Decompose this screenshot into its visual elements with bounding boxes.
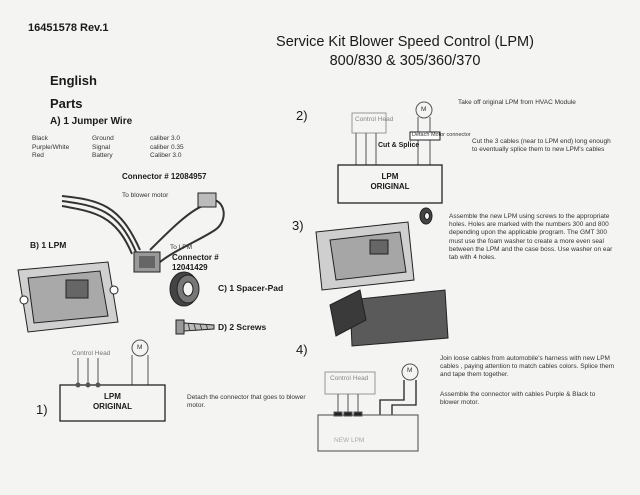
- jumper-wire-drawing: [61, 195, 225, 263]
- step-1-control-head: Control Head: [72, 350, 111, 357]
- connector-bottom-drawing: [133, 251, 161, 273]
- title-line-2: 800/830 & 305/360/370: [329, 53, 481, 69]
- wire-color: Red: [32, 152, 44, 159]
- document-id: 16451578 Rev.1: [28, 22, 109, 34]
- step-2-box-line-1: LPM: [381, 172, 399, 181]
- wire-caliber: caliber 3.0: [150, 135, 180, 142]
- step-3-note: Assemble the new LPM using screws to the…: [449, 213, 613, 262]
- step-4-note-1: Join loose cables from automobile's harn…: [440, 355, 615, 379]
- step-3-number: 3): [292, 218, 304, 233]
- step-2-note: Cut the 3 cables (near to LPM end) long …: [472, 138, 611, 154]
- step-4-box-label: NEW LPM: [334, 437, 365, 444]
- wire-color: Black: [32, 135, 48, 142]
- step-2-cut-splice: Cut & Splice: [378, 142, 420, 149]
- wire-function: Battery: [92, 152, 113, 159]
- section-a-heading: A) 1 Jumper Wire: [50, 116, 133, 127]
- step4-schematic: [317, 363, 419, 452]
- wire-caliber: caliber 0.35: [150, 143, 184, 151]
- step3-drawing: [315, 207, 449, 347]
- connector-bottom-line-1: Connector #: [172, 253, 219, 262]
- step-2-box: LPM ORIGINAL: [338, 172, 442, 192]
- connector-top-label: Connector # 12084957: [122, 172, 207, 181]
- to-lpm-label: To LPM: [170, 244, 193, 251]
- step-4-motor: M: [407, 367, 413, 374]
- step-1-motor: M: [137, 344, 143, 351]
- language-heading: English: [50, 73, 97, 88]
- step-4-note-2: Assemble the connector with cables Purpl…: [440, 391, 596, 407]
- wire-colors: Black Purple/White Red: [32, 135, 69, 161]
- step-1-box-line-1: LPM: [104, 392, 121, 401]
- step-2-note-top: Take off original LPM from HVAC Module: [458, 99, 576, 106]
- step-1-box: LPM ORIGINAL: [60, 392, 165, 412]
- step-1-number: 1): [36, 402, 48, 417]
- section-d-label: D) 2 Screws: [218, 322, 267, 332]
- connector-bottom-label: Connector # 12041429: [172, 253, 219, 273]
- to-blower-motor-label: To blower motor: [122, 192, 169, 199]
- step-2-detach-label: Detach Motor connector: [412, 132, 471, 138]
- connector-top-drawing: [197, 192, 217, 208]
- screw-drawing: [175, 319, 215, 335]
- document-title: Service Kit Blower Speed Control (LPM) 8…: [225, 33, 585, 71]
- wire-calibers: caliber 3.0 caliber 0.35 Caliber 3.0: [150, 135, 184, 161]
- section-c-label: C) 1 Spacer-Pad: [218, 283, 284, 293]
- step-4-number: 4): [296, 342, 308, 357]
- step2-schematic: [337, 101, 443, 204]
- section-b-label: B) 1 LPM: [30, 240, 67, 250]
- spacer-pad-drawing: [169, 271, 200, 307]
- step-2-number: 2): [296, 108, 308, 123]
- step-2-control-head: Control Head: [355, 116, 394, 123]
- parts-heading: Parts: [50, 96, 83, 111]
- step-2-motor: M: [421, 106, 427, 113]
- wire-functions: Ground Signal Battery: [92, 135, 114, 161]
- title-line-1: Service Kit Blower Speed Control (LPM): [276, 34, 534, 50]
- lpm-part-drawing: [17, 261, 119, 333]
- wire-color: Purple/White: [32, 143, 70, 151]
- step1-schematic: [59, 339, 166, 422]
- wire-function: Signal: [92, 143, 111, 151]
- step-4-control-head: Control Head: [330, 375, 369, 382]
- step-1-box-line-2: ORIGINAL: [92, 402, 133, 411]
- wire-function: Ground: [92, 135, 114, 142]
- connector-bottom-line-2: 12041429: [172, 263, 208, 272]
- wire-caliber: Caliber 3.0: [150, 152, 182, 159]
- step-2-box-line-2: ORIGINAL: [370, 182, 410, 191]
- step-1-note: Detach the connector that goes to blower…: [187, 394, 306, 410]
